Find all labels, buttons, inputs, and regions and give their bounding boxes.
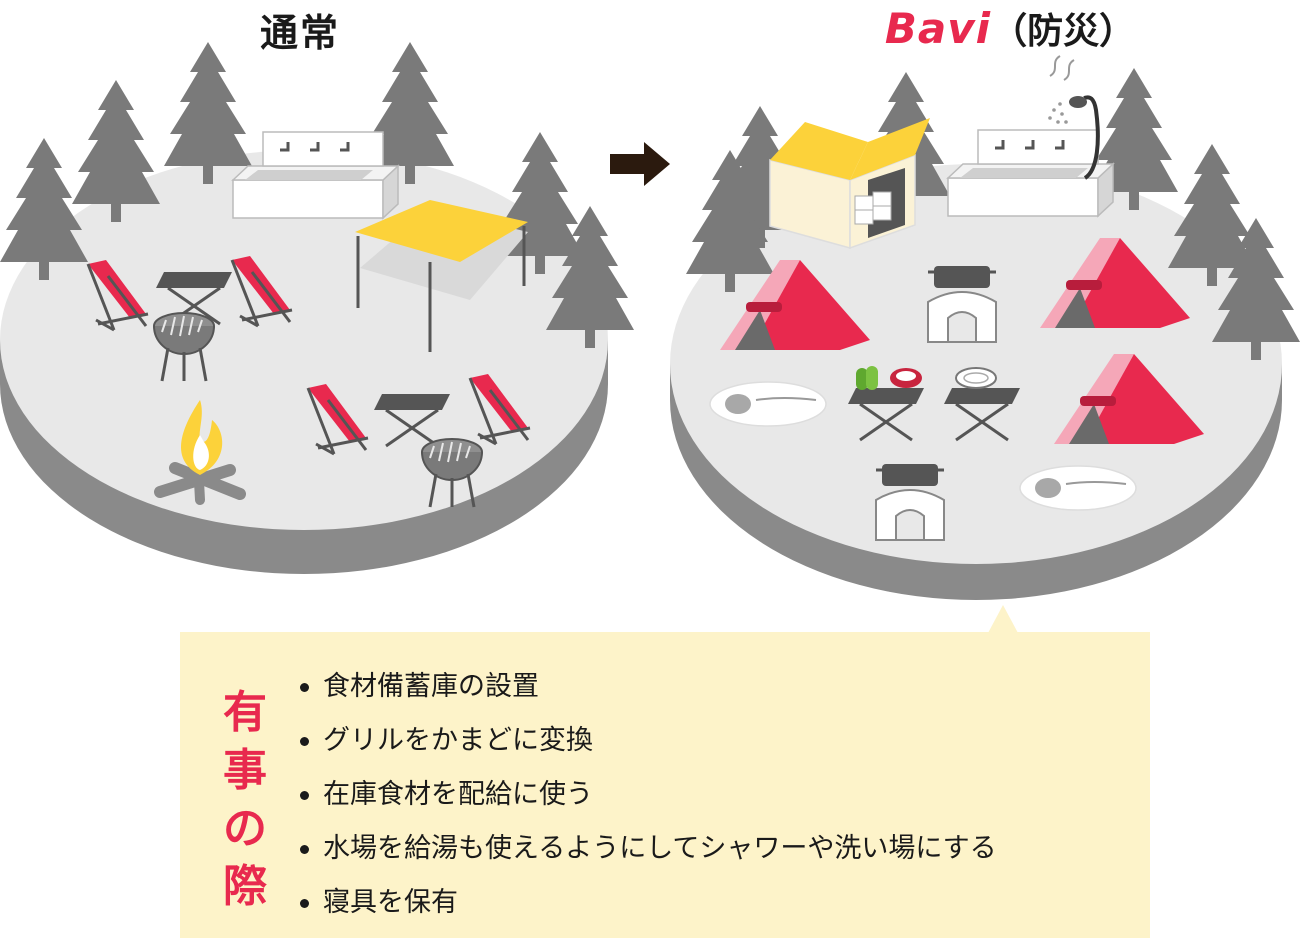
emergency-callout — [180, 632, 1150, 938]
title-disaster-suffix: （防災） — [991, 11, 1136, 52]
arrow-right-icon — [610, 142, 670, 186]
bullet-icon — [300, 898, 309, 908]
list-item: 寝具を保有 — [300, 876, 997, 930]
list-item: 水場を給湯も使えるようにしてシャワーや洗い場にする — [300, 822, 997, 876]
bullet-icon — [300, 682, 309, 692]
list-item: 食材備蓄庫の設置 — [300, 660, 997, 714]
list-item-text: 在庫食材を配給に使う — [323, 779, 593, 810]
list-item: グリルをかまどに変換 — [300, 714, 997, 768]
sink-left — [231, 130, 400, 220]
bullet-icon — [300, 736, 309, 746]
emergency-label: 有 事 の 際 — [215, 684, 275, 916]
callout-tail — [988, 605, 1018, 633]
emergency-measures-list: 食材備蓄庫の設置 グリルをかまどに変換 在庫食材を配給に使う 水場を給湯も使える… — [300, 660, 997, 930]
list-item-text: グリルをかまどに変換 — [323, 725, 593, 756]
emergency-label-char: 際 — [223, 861, 267, 912]
brand-name: Bavi — [884, 4, 992, 53]
food-tables — [846, 366, 1022, 442]
title-normal: 通常 — [259, 11, 340, 55]
list-item-text: 水場を給湯も使えるようにしてシャワーや洗い場にする — [323, 833, 997, 864]
food-storehouse — [769, 118, 930, 250]
list-item-text: 寝具を保有 — [323, 887, 458, 918]
bullet-icon — [300, 790, 309, 800]
emergency-label-char: 事 — [223, 745, 267, 796]
list-item-text: 食材備蓄庫の設置 — [323, 671, 539, 702]
kamado-lower — [874, 462, 946, 542]
campfire — [154, 400, 246, 505]
emergency-label-char: 有 — [223, 687, 267, 738]
bullet-icon — [300, 844, 309, 854]
shower-icon — [1048, 55, 1100, 180]
title-disaster: Bavi（防災） — [820, 2, 1200, 54]
list-item: 在庫食材を配給に使う — [300, 768, 997, 822]
emergency-label-char: の — [223, 803, 267, 854]
kamado-upper — [926, 264, 998, 344]
canopy-tent — [355, 200, 528, 352]
